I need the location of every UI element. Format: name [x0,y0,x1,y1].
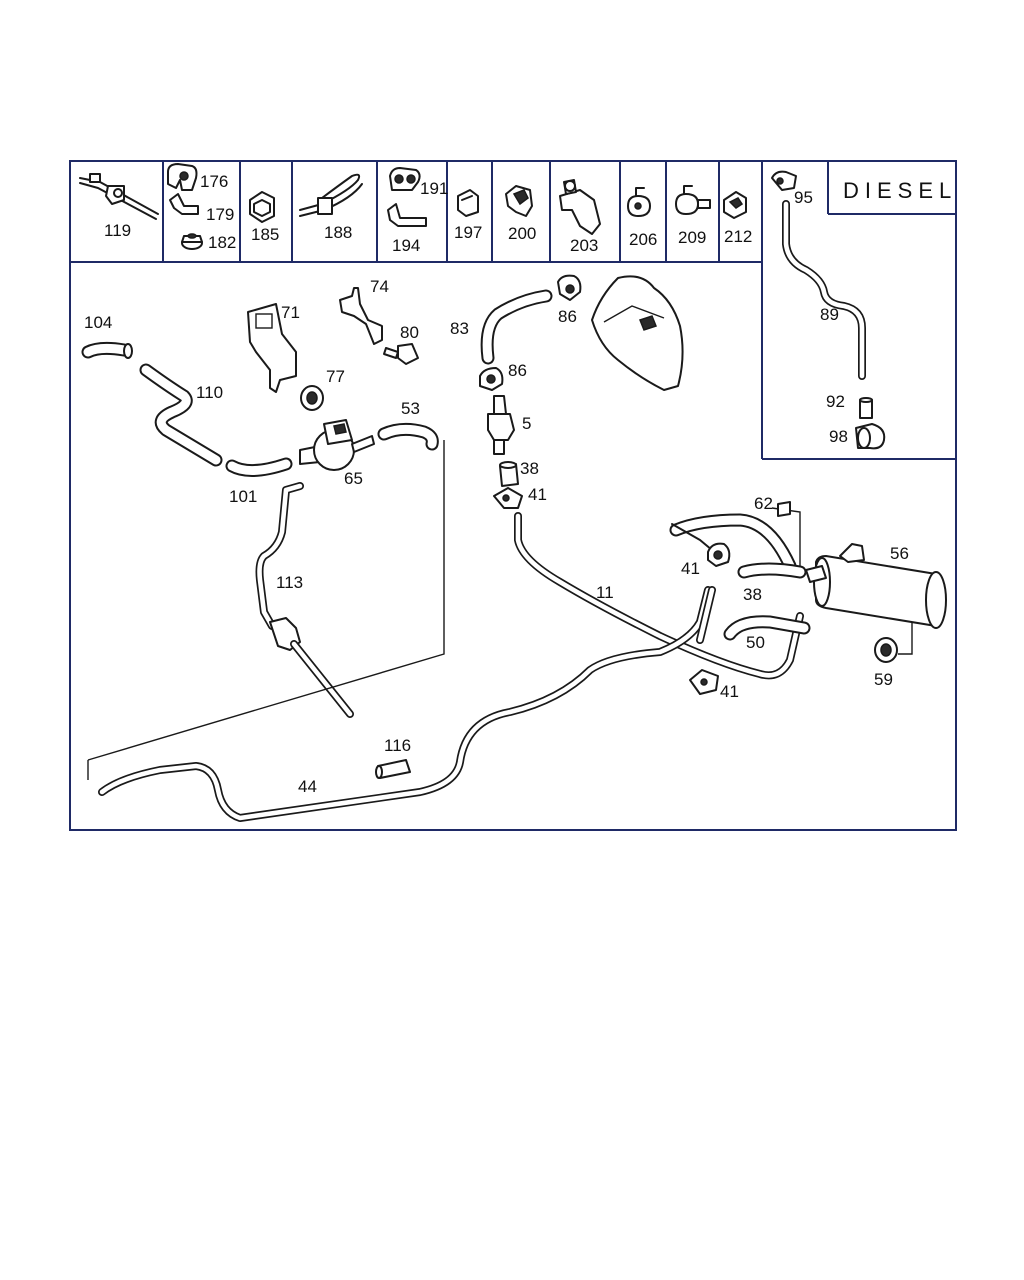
diagram-frame [69,160,957,831]
part-label-185: 185 [251,225,279,244]
clip-41-upper [493,487,523,509]
clamp-41-right [707,542,731,567]
part-label-62: 62 [754,494,773,513]
screw-80 [383,343,419,365]
part-label-179: 179 [206,205,234,224]
part-label-188: 188 [324,223,352,242]
check-valve-5 [487,395,515,455]
part-label-53: 53 [401,399,420,418]
bracket-179-icon [169,193,199,215]
part-label-59: 59 [874,670,893,689]
leader-lines [87,440,913,780]
pipe-113 [255,482,354,718]
part-label-74: 74 [370,277,389,296]
clip-200-icon [505,185,533,217]
part-label-104: 104 [84,313,112,332]
clip-41-lower [689,669,719,695]
part-label-5: 5 [522,414,531,433]
clamp-206-icon [627,187,651,217]
part-label-56: 56 [890,544,909,563]
part-label-41-upper: 41 [528,485,547,504]
part-label-65: 65 [344,469,363,488]
part-label-80: 80 [400,323,419,342]
clamp-209-icon [675,185,711,215]
part-label-176: 176 [200,172,228,191]
hose-101 [225,457,293,477]
engine-mount-housing [591,275,684,391]
pipe-11 [514,512,804,680]
clamp-86-upper [557,274,582,301]
cable-strap-188-icon [299,173,363,217]
part-label-182: 182 [208,233,236,252]
part-label-209: 209 [678,228,706,247]
main-labels: 104 110 101 113 71 77 74 80 65 53 83 86 … [84,277,909,796]
part-label-110: 110 [196,383,223,402]
valve-65 [299,419,375,471]
clip-185-icon [249,191,275,223]
part-label-191: 191 [420,179,448,198]
nut-182-icon [181,233,203,250]
nut-77 [300,385,324,411]
part-label-38-right: 38 [743,585,762,604]
part-label-116: 116 [384,736,411,755]
part-label-50: 50 [746,633,765,652]
clip-203-icon [559,179,601,235]
hose-53 [377,422,439,451]
hose-104 [81,341,133,359]
part-label-113: 113 [276,573,303,592]
part-label-206: 206 [629,230,657,249]
diesel-hose-assembly [771,170,886,450]
part-label-41-lower: 41 [720,682,739,701]
part-label-197: 197 [454,223,482,242]
cable-tie-clip-119-icon [79,173,159,220]
part-label-86-lower: 86 [508,361,527,380]
hose-50 [696,586,811,644]
bracket-74 [339,287,383,345]
clip-212-icon [723,191,747,219]
part-label-92: 92 [826,392,845,411]
part-label-89: 89 [820,305,839,324]
part-label-95: 95 [794,188,813,207]
part-label-86-upper: 86 [558,307,577,326]
hose-83 [480,289,553,365]
part-label-212: 212 [724,227,752,246]
bracket-194-icon [387,203,427,227]
hose-38-right [737,562,807,579]
part-label-44: 44 [298,777,317,796]
clip-197-icon [457,189,479,217]
part-label-38-upper: 38 [520,459,539,478]
fuel-filter-56 [805,543,947,629]
part-label-203: 203 [570,236,598,255]
part-label-77: 77 [326,367,345,386]
sleeve-116 [375,759,411,779]
part-label-101: 101 [229,487,257,506]
clamp-176-icon [167,163,198,191]
clamp-191-icon [389,167,421,191]
clamp-86-lower [479,367,504,391]
bracket-71 [247,303,297,393]
legend-labels: 119 176 179 182 185 188 191 194 197 200 … [104,172,752,255]
part-label-200: 200 [508,224,536,243]
part-label-11: 11 [596,583,614,602]
part-label-119: 119 [104,221,131,240]
diesel-variant-label: DIESEL [843,178,957,203]
part-label-83: 83 [450,319,469,338]
sleeve-62 [777,501,791,517]
part-label-71: 71 [281,303,300,322]
sleeve-38-upper [499,461,519,487]
hose-loop-right [669,513,797,573]
pipe-44 [98,586,712,822]
nut-59 [874,637,898,663]
part-label-98: 98 [829,427,848,446]
part-label-41-right: 41 [681,559,700,578]
part-label-194: 194 [392,236,420,255]
hose-110 [139,363,223,467]
